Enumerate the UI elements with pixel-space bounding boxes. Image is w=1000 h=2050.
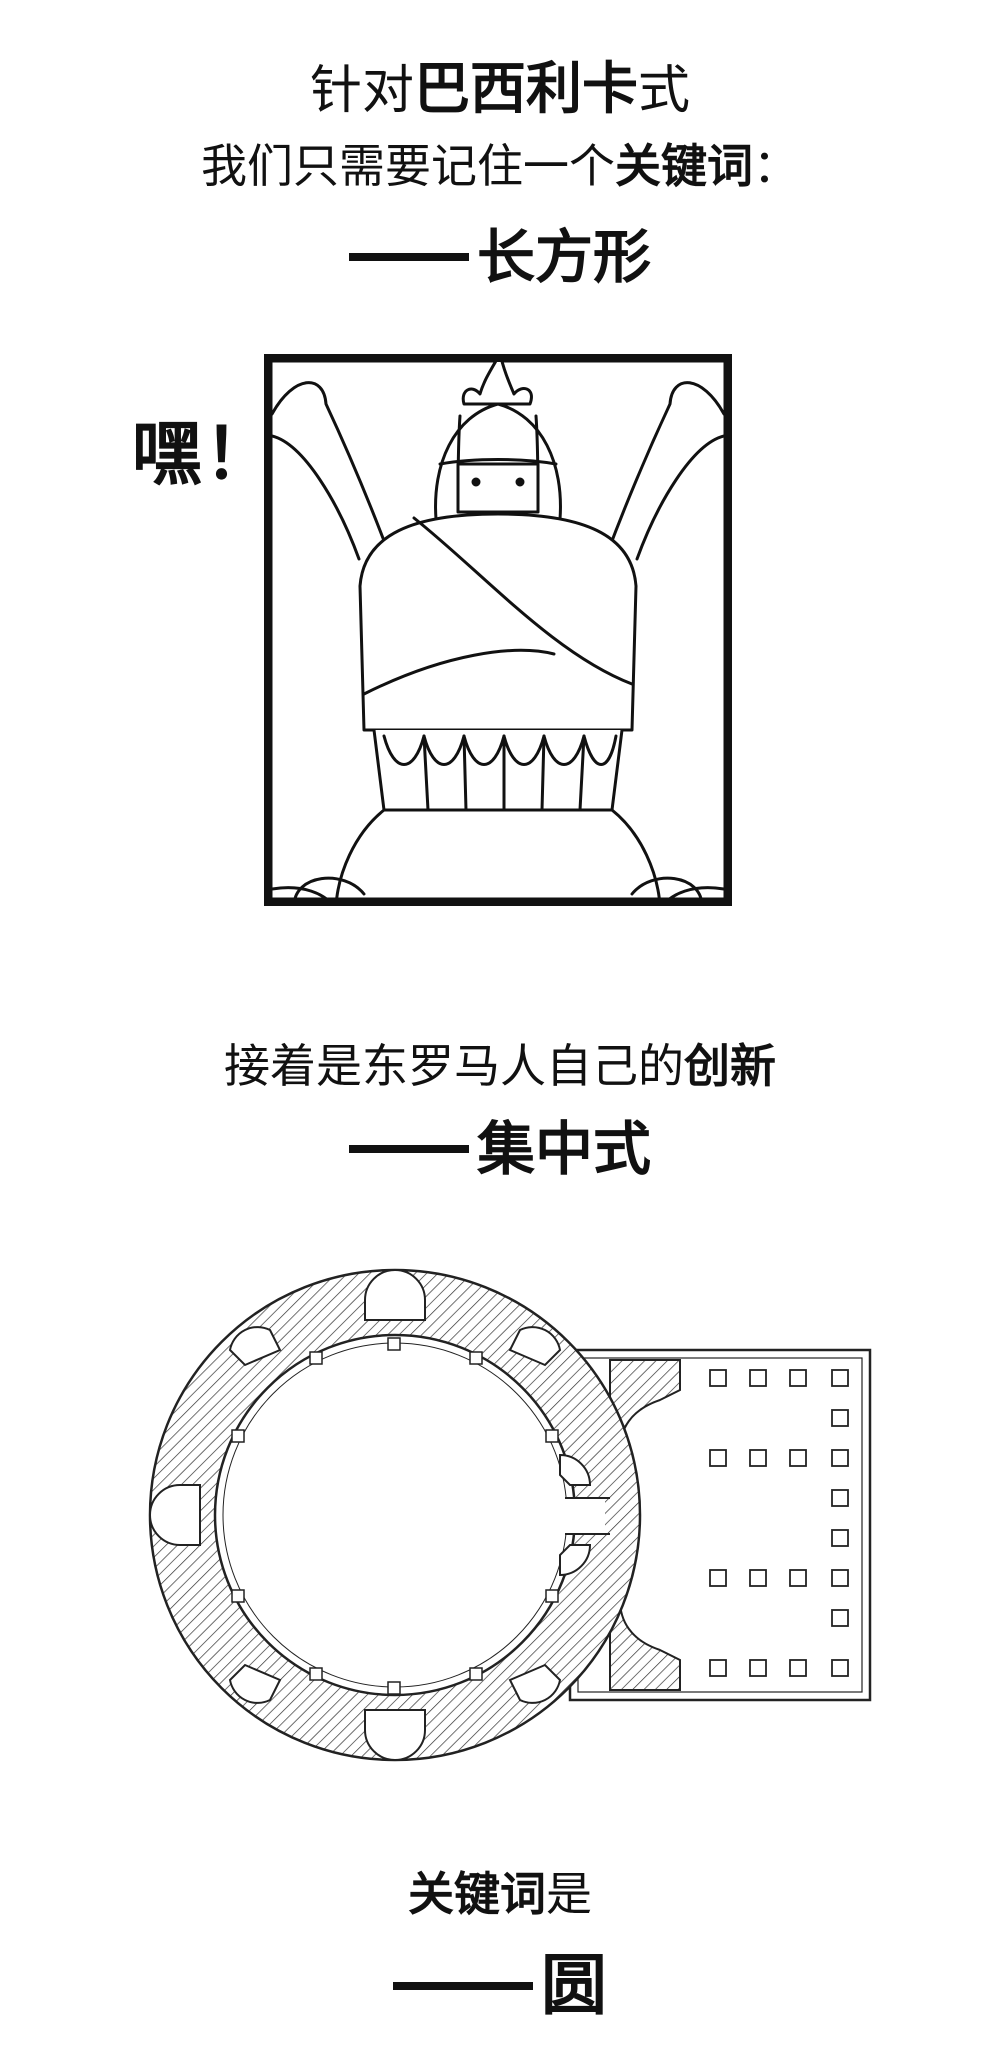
remember-text: 我们只需要记住一个 <box>201 139 615 193</box>
right-leg <box>610 808 661 898</box>
left-arm <box>272 381 391 556</box>
left-leg <box>335 808 386 898</box>
intro-suffix: 式 <box>638 61 691 121</box>
armor-skirt <box>372 728 624 812</box>
innovation-text: 接着是东罗马人自己的 <box>224 1039 684 1093</box>
keyword-is-line: 关键词是 <box>0 1858 1000 1924</box>
keyword-centralized-line: 集中式 <box>0 1102 1000 1186</box>
keyword-rectangle: 长方形 <box>476 223 651 291</box>
intro-prefix: 针对 <box>309 61 414 121</box>
comic-figure-illustration <box>264 354 732 906</box>
rotunda-ring <box>148 1268 642 1762</box>
keyword-centralized: 集中式 <box>476 1115 651 1183</box>
keyword-circle: 圆 <box>541 1947 607 2024</box>
em-dash-decoration <box>348 252 469 261</box>
exclamation-text: 嘿！ <box>132 413 276 495</box>
keyword-is-suffix: 是 <box>546 1867 592 1921</box>
helmet-crest <box>461 362 533 406</box>
remember-colon: ： <box>753 139 799 193</box>
face <box>456 462 540 514</box>
torso-armor <box>358 512 638 732</box>
keyword-term-2: 关键词 <box>408 1867 546 1921</box>
intro-line-basilica: 针对巴西利卡式 <box>0 44 1000 125</box>
inner-columns <box>231 1337 559 1695</box>
sash <box>412 516 634 686</box>
central-hall <box>213 1333 577 1697</box>
keyword-circle-line: 圆 <box>0 1932 1000 2028</box>
innovation-term: 创新 <box>684 1039 776 1093</box>
wall-niches <box>149 1269 592 1761</box>
centralized-floor-plan-illustration <box>148 1268 872 1762</box>
keyword-term: 关键词 <box>615 139 753 193</box>
em-dash-decoration <box>393 1981 533 1990</box>
keyword-rectangle-line: 长方形 <box>0 210 1000 294</box>
em-dash-decoration <box>348 1144 469 1153</box>
innovation-line: 接着是东罗马人自己的创新 <box>0 1030 1000 1096</box>
intro-line-remember: 我们只需要记住一个关键词： <box>0 130 1000 196</box>
basilica-term: 巴西利卡 <box>414 57 638 122</box>
right-arm <box>605 381 724 556</box>
